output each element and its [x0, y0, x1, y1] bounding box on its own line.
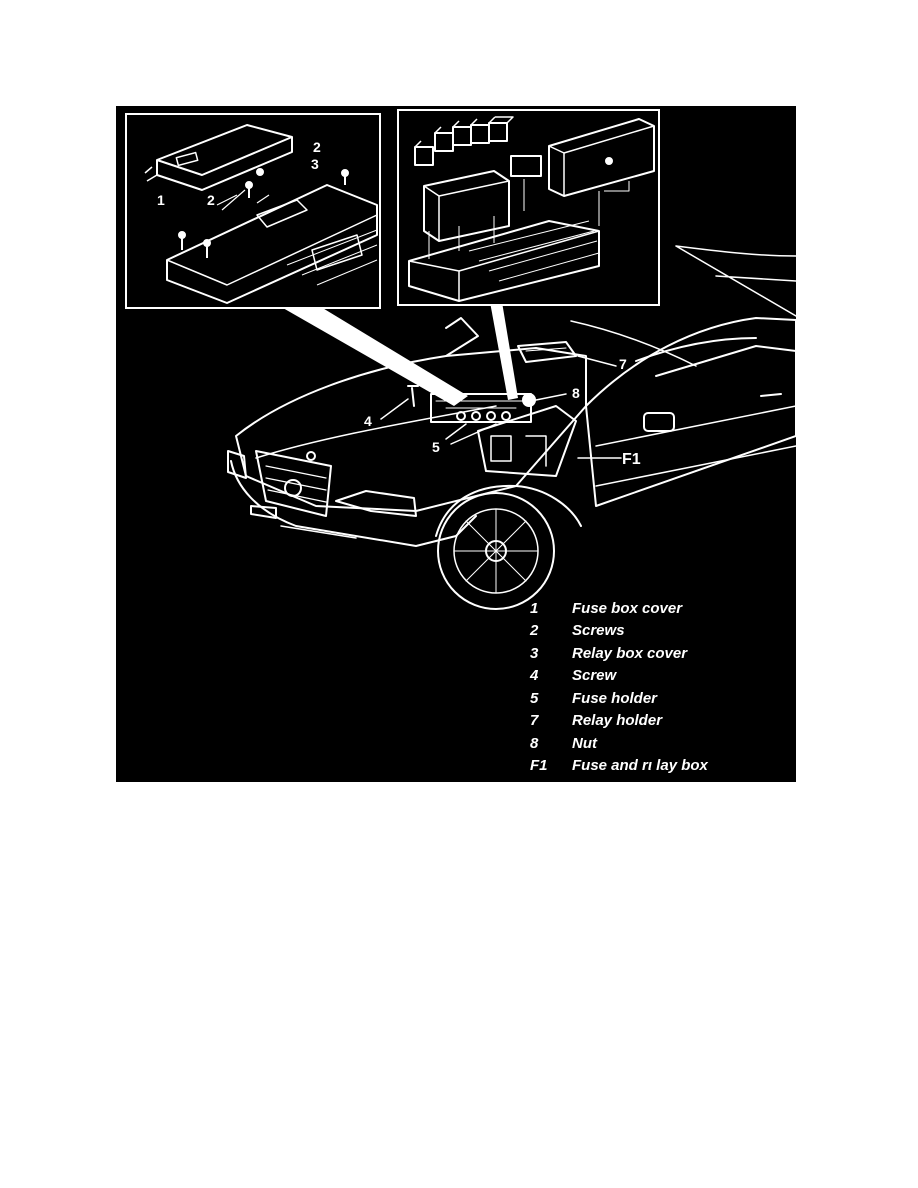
legend-key: 7: [530, 712, 539, 730]
relay-3: [452, 126, 472, 146]
screw-2d: [256, 168, 264, 176]
headlight-right: [335, 490, 417, 517]
legend-text: Nut: [572, 734, 597, 752]
grille: [255, 450, 332, 517]
fuse-holder-block: [430, 393, 532, 423]
legend-text: Relay box cover: [572, 644, 688, 662]
legend-row: 4 Screw: [530, 665, 790, 688]
legend-row: 5 Fuse holder: [530, 687, 790, 710]
relay-module: [423, 170, 510, 242]
legend-text: Fuse and rι lay box: [572, 757, 708, 775]
leader-beam-left: [276, 304, 468, 406]
screw-2a: [178, 231, 186, 239]
legend-key: 3: [530, 644, 539, 662]
legend-row: 2 Screws: [530, 620, 790, 643]
legend-key: 2: [530, 622, 539, 640]
relay-1: [414, 146, 434, 166]
callout-F1: F1: [622, 451, 641, 468]
legend-text: Fuse box cover: [572, 599, 683, 617]
relay-2: [434, 132, 454, 152]
fuse-box-exploded-view: [144, 124, 378, 304]
nut-part: [522, 393, 536, 407]
mercedes-star: [284, 479, 302, 497]
side-mirror: [643, 412, 675, 432]
fuse-box-base: [166, 184, 378, 304]
relay-box-cover-part: [256, 199, 308, 228]
callout-2-upper: 2: [313, 139, 321, 155]
relay-box-lid: [548, 118, 655, 197]
relay-5: [488, 122, 508, 142]
fuse-relay-box-housing: [477, 405, 577, 477]
hood-outline: [235, 347, 587, 512]
fuse-box-inset: 1 2 3 2: [125, 113, 381, 309]
legend-key: 1: [530, 599, 539, 617]
headlight-left: [227, 450, 247, 479]
legend-row: 7 Relay holder: [530, 710, 790, 733]
legend-row: 1 Fuse box cover: [530, 597, 790, 620]
legend-key: 4: [530, 667, 539, 685]
callout-8: 8: [572, 385, 580, 401]
screw-2b: [203, 239, 211, 247]
callout-3: 3: [311, 156, 319, 172]
small-relay: [510, 155, 542, 177]
legend-row: 8 Nut: [530, 732, 790, 755]
front-bumper: [230, 460, 477, 547]
legend-key: 8: [530, 734, 539, 752]
legend-text: Screws: [572, 622, 625, 640]
callout-7: 7: [619, 356, 627, 372]
door-outline: [585, 317, 796, 507]
fuse-box-cover-part: [156, 124, 293, 176]
callout-5: 5: [432, 439, 440, 455]
screw-4: [407, 385, 419, 407]
parts-legend: 1 Fuse box cover 2 Screws 3 Relay box co…: [530, 597, 790, 777]
relay-holder-part: [517, 341, 577, 363]
callout-2-lower: 2: [207, 192, 215, 208]
screw-2c: [245, 181, 253, 189]
legend-key: 5: [530, 689, 539, 707]
relay-box-inset: [397, 109, 660, 306]
screw-2e: [341, 169, 349, 177]
legend-row: 3 Relay box cover: [530, 642, 790, 665]
fuse-relay-box-diagram: 1 2 3 2 4 5 7 8 F1 1: [116, 106, 796, 782]
relay-box-exploded-view: [408, 116, 655, 302]
relay-4: [470, 124, 490, 144]
callout-4: 4: [364, 413, 372, 429]
front-wheel-tire: [437, 492, 555, 610]
legend-text: Fuse holder: [572, 689, 658, 707]
legend-text: Screw: [572, 667, 617, 685]
legend-key: F1: [530, 757, 548, 775]
car-line-drawing: [227, 245, 796, 610]
legend-row: F1 Fuse and rι lay box: [530, 755, 790, 778]
legend-text: Relay holder: [572, 712, 663, 730]
relay-base: [408, 220, 600, 302]
callout-1: 1: [157, 192, 165, 208]
